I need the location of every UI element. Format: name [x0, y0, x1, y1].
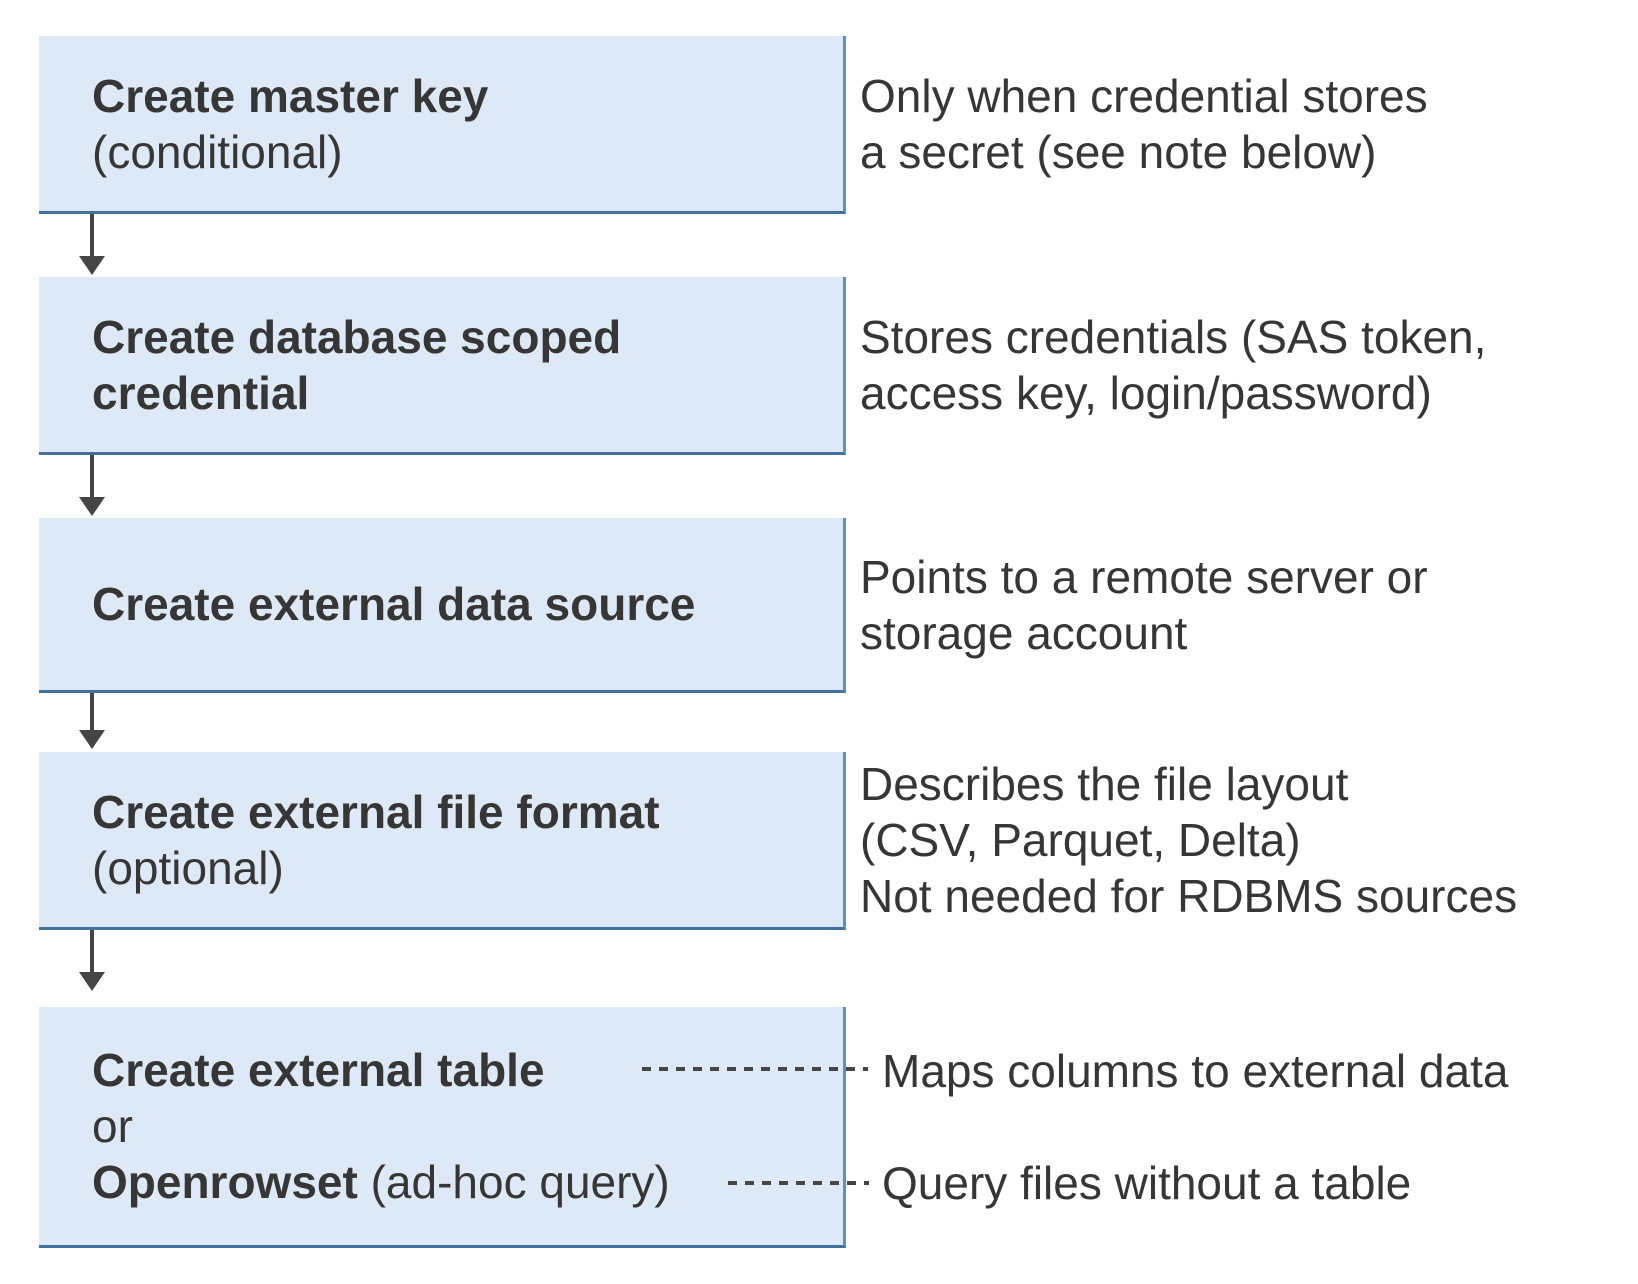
arrow-head: [78, 497, 105, 516]
box-title-line: Openrowset (ad-hoc query): [92, 1154, 843, 1210]
dashed-connector: [728, 1181, 869, 1185]
box-title-line: or: [92, 1098, 843, 1154]
arrow-head: [78, 256, 105, 275]
box-title-line: (conditional): [92, 124, 843, 180]
box-title-regular: (ad-hoc query): [357, 1156, 670, 1208]
box-title-bold: Create external table: [92, 1044, 545, 1096]
box-create-external-data-source: Create external data source: [39, 518, 846, 693]
note-line: Maps columns to external data: [882, 1045, 1509, 1097]
note-line: a secret (see note below): [860, 126, 1377, 178]
box-title-line: (optional): [92, 840, 843, 896]
note-openrowset: Query files without a table: [882, 1155, 1411, 1211]
box-title-line: Create database scoped: [92, 309, 843, 365]
box-title-line: Create master key: [92, 68, 843, 124]
down-arrow-icon: [78, 455, 105, 516]
box-title-bold: Create database scoped: [92, 310, 622, 363]
note-line: (CSV, Parquet, Delta): [860, 814, 1301, 866]
box-title-line: Create external file format: [92, 784, 843, 840]
arrow-stem: [89, 930, 94, 972]
box-title-regular: or: [92, 1100, 133, 1152]
box-title-line: Create external table: [92, 1042, 843, 1098]
box-title-regular: (conditional): [92, 125, 343, 178]
note-external-file-format: Describes the file layout (CSV, Parquet,…: [860, 756, 1517, 924]
note-line: Describes the file layout: [860, 758, 1349, 810]
arrow-stem: [89, 214, 94, 256]
note-line: Points to a remote server or: [860, 551, 1428, 603]
note-line: Stores credentials (SAS token,: [860, 311, 1487, 363]
note-line: Only when credential stores: [860, 70, 1428, 122]
note-line: Not needed for RDBMS sources: [860, 870, 1518, 922]
arrow-head: [78, 972, 105, 991]
box-title-bold: Create external data source: [92, 578, 696, 630]
box-title-bold: Create external file format: [92, 785, 660, 838]
down-arrow-icon: [78, 214, 105, 275]
box-title-line: Create external data source: [92, 576, 843, 632]
arrow-head: [78, 730, 105, 749]
box-title-bold: Create master key: [92, 69, 489, 122]
box-title-bold: Openrowset: [92, 1156, 358, 1208]
box-create-master-key: Create master key (conditional): [39, 36, 846, 214]
box-create-database-scoped-credential: Create database scoped credential: [39, 277, 846, 455]
box-title-bold: credential: [92, 366, 310, 419]
box-title-line: credential: [92, 365, 843, 421]
arrow-stem: [89, 455, 94, 497]
note-line: Query files without a table: [882, 1157, 1412, 1209]
note-scoped-credential: Stores credentials (SAS token, access ke…: [860, 309, 1486, 421]
box-create-external-table-or-openrowset: Create external table or Openrowset (ad-…: [39, 1007, 846, 1248]
note-external-table: Maps columns to external data: [882, 1043, 1508, 1099]
arrow-stem: [89, 693, 94, 730]
down-arrow-icon: [78, 930, 105, 991]
dashed-connector: [642, 1067, 868, 1071]
box-title-regular: (optional): [92, 841, 284, 894]
note-line: access key, login/password): [860, 367, 1432, 419]
note-external-data-source: Points to a remote server or storage acc…: [860, 549, 1428, 661]
note-line: storage account: [860, 607, 1188, 659]
note-master-key: Only when credential stores a secret (se…: [860, 68, 1428, 180]
down-arrow-icon: [78, 693, 105, 749]
box-create-external-file-format: Create external file format (optional): [39, 752, 846, 930]
